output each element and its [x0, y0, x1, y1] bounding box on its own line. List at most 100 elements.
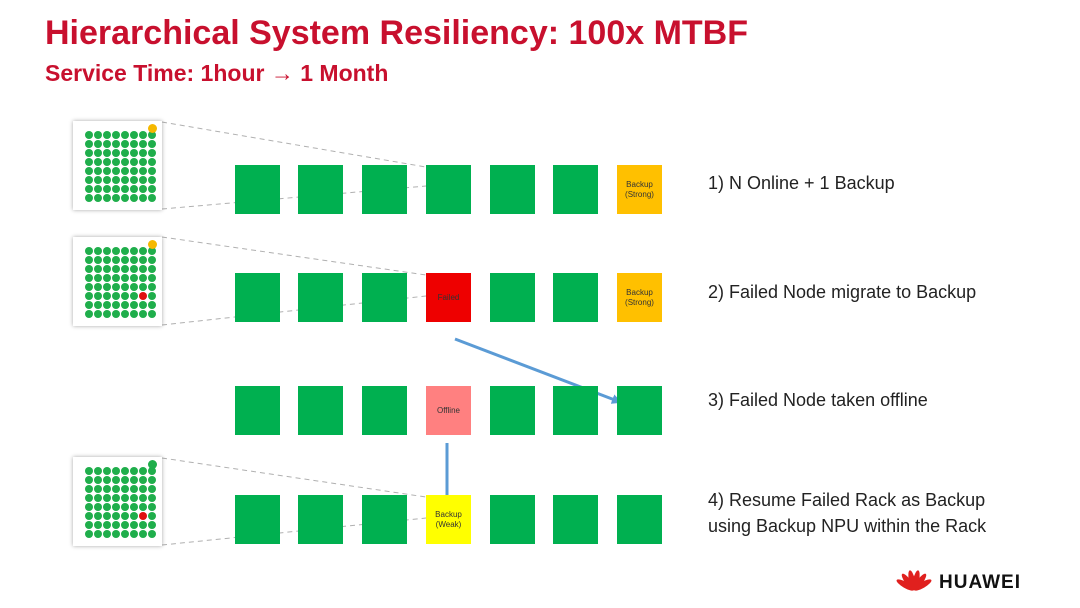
npu-dot: [130, 247, 138, 255]
huawei-logo: HUAWEI: [895, 568, 1021, 598]
npu-dot: [103, 503, 111, 511]
npu-dot: [112, 485, 120, 493]
node-online: [426, 165, 471, 214]
npu-dot: [103, 274, 111, 282]
npu-dot: [148, 158, 156, 166]
npu-dot: [130, 292, 138, 300]
npu-dot: [148, 530, 156, 538]
npu-dot: [121, 194, 129, 202]
npu-dot: [130, 149, 138, 157]
node-label: Offline: [437, 405, 460, 415]
zoom-guide-line: [161, 121, 427, 168]
node-label: Backup (Strong): [625, 179, 654, 199]
slide-title: Hierarchical System Resiliency: 100x MTB…: [45, 14, 748, 52]
npu-dot: [148, 140, 156, 148]
npu-dot: [94, 512, 102, 520]
npu-dot: [103, 467, 111, 475]
npu-dot: [139, 274, 147, 282]
npu-dot: [139, 494, 147, 502]
npu-dot: [103, 292, 111, 300]
npu-dot: [121, 256, 129, 264]
rack-icon: [73, 237, 162, 326]
node-online: [490, 495, 535, 544]
npu-dot: [139, 194, 147, 202]
npu-dot: [103, 521, 111, 529]
npu-dot: [103, 194, 111, 202]
node-online: [490, 273, 535, 322]
npu-dot: [121, 158, 129, 166]
npu-dot: [112, 476, 120, 484]
backup-npu-dot: [148, 240, 157, 249]
node-online: [553, 165, 598, 214]
npu-dot: [139, 140, 147, 148]
npu-dot: [94, 247, 102, 255]
npu-dot: [139, 476, 147, 484]
npu-dot: [103, 310, 111, 318]
npu-dot: [85, 467, 93, 475]
npu-dot: [112, 185, 120, 193]
npu-dot: [94, 149, 102, 157]
npu-dot: [94, 265, 102, 273]
node-online: [362, 386, 407, 435]
node-backup-strong: Backup (Strong): [617, 165, 662, 214]
npu-dot: [130, 131, 138, 139]
npu-dot: [112, 512, 120, 520]
npu-dot: [130, 521, 138, 529]
node-offline: Offline: [426, 386, 471, 435]
npu-dot: [94, 131, 102, 139]
npu-dot: [121, 149, 129, 157]
npu-dot: [130, 167, 138, 175]
node-online: [617, 386, 662, 435]
npu-dot: [139, 247, 147, 255]
npu-dot: [121, 167, 129, 175]
npu-dot: [85, 167, 93, 175]
slide-subtitle: Service Time: 1hour → 1 Month: [45, 60, 389, 86]
npu-dot: [94, 476, 102, 484]
npu-dot: [121, 494, 129, 502]
npu-dot: [121, 292, 129, 300]
npu-dot: [94, 185, 102, 193]
npu-dot: [103, 476, 111, 484]
node-backup-strong: Backup (Strong): [617, 273, 662, 322]
npu-dot: [121, 176, 129, 184]
npu-dot: [112, 140, 120, 148]
npu-dot: [139, 131, 147, 139]
npu-dot: [94, 310, 102, 318]
npu-dot: [85, 194, 93, 202]
npu-dot: [85, 131, 93, 139]
npu-dot: [85, 176, 93, 184]
npu-dot: [85, 530, 93, 538]
npu-dot: [130, 494, 138, 502]
step-1-label: 1) N Online + 1 Backup: [708, 173, 895, 193]
node-online: [235, 273, 280, 322]
node-online: [553, 495, 598, 544]
npu-dot: [94, 283, 102, 291]
npu-dot: [94, 158, 102, 166]
npu-dot: [112, 530, 120, 538]
npu-dot: [112, 503, 120, 511]
npu-dot: [85, 256, 93, 264]
step-4-label: 4) Resume Failed Rack as Backup using Ba…: [708, 490, 987, 536]
npu-dot: [121, 485, 129, 493]
npu-dot: [85, 185, 93, 193]
npu-dot: [103, 512, 111, 520]
npu-dot: [130, 485, 138, 493]
node-online: [553, 273, 598, 322]
npu-dot: [148, 292, 156, 300]
npu-dot: [94, 167, 102, 175]
npu-dot: [112, 149, 120, 157]
node-failed: Failed: [426, 273, 471, 322]
node-online: [617, 495, 662, 544]
npu-dot: [121, 131, 129, 139]
npu-dot: [130, 512, 138, 520]
npu-dot: [94, 521, 102, 529]
node-online: [490, 386, 535, 435]
npu-dot: [148, 476, 156, 484]
npu-dot: [121, 503, 129, 511]
npu-dot: [139, 149, 147, 157]
npu-dot: [94, 256, 102, 264]
npu-dot: [85, 503, 93, 511]
npu-dot: [121, 274, 129, 282]
npu-dot: [103, 185, 111, 193]
npu-dot: [148, 467, 156, 475]
